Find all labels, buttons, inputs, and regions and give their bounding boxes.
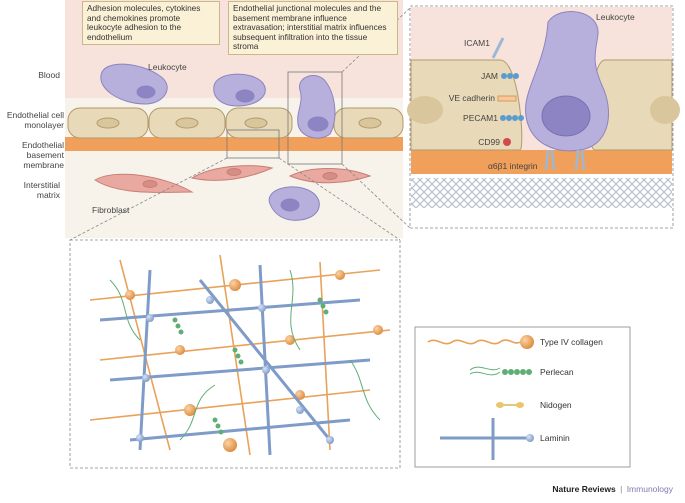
label-jam: JAM bbox=[481, 71, 498, 81]
label-leukocyte-inset: Leukocyte bbox=[596, 12, 635, 22]
caption-junctional: Endothelial junctional molecules and the… bbox=[228, 1, 398, 55]
label-leukocyte: Leukocyte bbox=[148, 62, 187, 72]
perlecan-strands bbox=[109, 269, 381, 441]
label-cd99: CD99 bbox=[478, 137, 500, 147]
pecam1-molecule bbox=[500, 115, 524, 121]
credit-separator: | bbox=[620, 484, 623, 494]
legend-label-nidogen: Nidogen bbox=[540, 400, 572, 410]
basement-membrane-band bbox=[65, 137, 403, 151]
legend-icon-nidogen bbox=[496, 402, 524, 408]
perlecan-beads bbox=[172, 297, 329, 435]
jam-molecule bbox=[501, 73, 519, 79]
label-ve-cadherin: VE cadherin bbox=[448, 93, 495, 103]
legend-label-collagen: Type IV collagen bbox=[540, 337, 603, 347]
label-endothelial-monolayer: Endothelial cell monolayer bbox=[6, 110, 64, 130]
credit-journal: Nature Reviews bbox=[552, 484, 616, 494]
legend-label-laminin: Laminin bbox=[540, 433, 570, 443]
zoom-box-matrix bbox=[226, 129, 280, 159]
label-integrin: α6β1 integrin bbox=[488, 161, 538, 171]
label-pecam1: PECAM1 bbox=[463, 113, 498, 123]
caption-adhesion: Adhesion molecules, cytokines and chemok… bbox=[82, 1, 220, 45]
laminin-nodes bbox=[136, 296, 334, 444]
collagen-nodes bbox=[125, 270, 383, 452]
label-fibroblast: Fibroblast bbox=[92, 205, 130, 215]
icam1-molecule bbox=[491, 37, 505, 59]
matrix-detail bbox=[69, 239, 401, 469]
tissue-panel bbox=[65, 0, 411, 241]
ve-cadherin-molecule bbox=[497, 95, 517, 102]
integrin-molecule bbox=[544, 149, 586, 171]
label-icam1: ICAM1 bbox=[464, 38, 490, 48]
label-blood: Blood bbox=[38, 70, 60, 80]
credit-section: Immunology bbox=[626, 484, 673, 494]
endothelial-cells bbox=[67, 107, 404, 139]
journal-credit: Nature Reviews | Immunology bbox=[552, 484, 673, 494]
cd99-molecule bbox=[503, 138, 511, 146]
legend-icon-laminin bbox=[440, 418, 534, 460]
legend-icon-collagen bbox=[427, 335, 534, 349]
zoom-box-junction bbox=[287, 71, 343, 165]
legend-icon-perlecan bbox=[469, 366, 532, 376]
label-interstitial-matrix: Interstitial matrix bbox=[23, 180, 60, 200]
laminin-network bbox=[99, 264, 371, 456]
legend-box bbox=[414, 326, 631, 468]
legend-label-perlecan: Perlecan bbox=[540, 367, 574, 377]
label-basement-membrane: Endothelial basement membrane bbox=[21, 140, 64, 170]
leukocytes bbox=[100, 63, 336, 221]
junction-inset bbox=[407, 5, 680, 229]
